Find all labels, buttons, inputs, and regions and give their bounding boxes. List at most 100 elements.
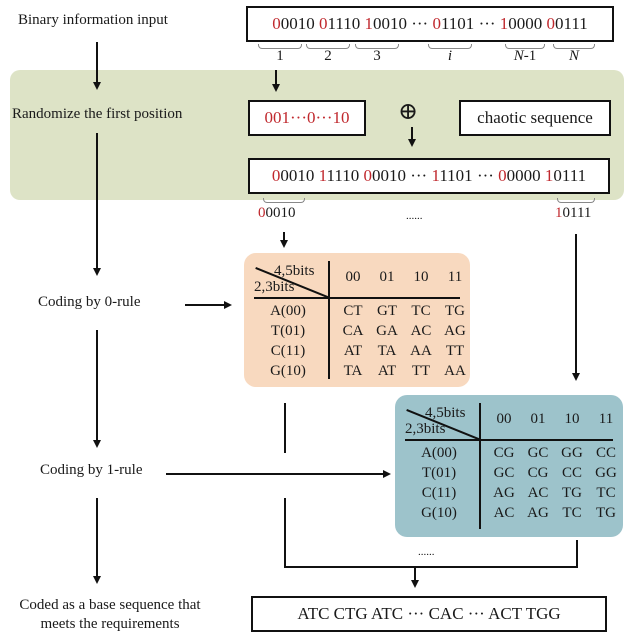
code-cell: AA xyxy=(410,343,432,359)
group-first-bit: 1 xyxy=(431,166,440,185)
code-cell: AC xyxy=(527,485,549,501)
input-sequence-box: 00010 01110 10010 ··· 01101 ··· 10000 00… xyxy=(246,6,614,42)
code-cell: GT xyxy=(377,303,397,319)
code-cell: GC xyxy=(493,465,515,481)
code-cell: CG xyxy=(493,445,515,461)
left-group-brace xyxy=(263,198,305,203)
group-index-label: 3 xyxy=(373,48,381,64)
code-cell: TC xyxy=(411,303,431,319)
group-index-label: 2 xyxy=(324,48,332,64)
code-cell: AT xyxy=(343,343,363,359)
code-cell: TA xyxy=(377,343,397,359)
row-label: G(10) xyxy=(421,505,457,521)
row-label: C(11) xyxy=(421,485,457,501)
input-sequence: 00010 01110 10010 ··· 01101 ··· 10000 00… xyxy=(272,14,588,34)
flow-line xyxy=(411,127,413,139)
randomized-group: 11110 xyxy=(319,166,364,185)
group-first-bit: 0 xyxy=(432,14,441,33)
ellipsis: ...... xyxy=(406,210,423,222)
group-rest-bits: 1101 xyxy=(440,14,475,33)
code-cell: TG xyxy=(596,505,616,521)
randomized-group: 10111 xyxy=(545,166,586,185)
header-divider xyxy=(405,439,613,441)
row-label: A(00) xyxy=(421,445,457,461)
input-group: 00010 xyxy=(272,14,319,33)
sequence-ellipsis: ··· xyxy=(405,166,432,185)
code-cell: CC xyxy=(595,445,616,461)
row-label: G(10) xyxy=(270,363,306,379)
randomized-group: 11101 xyxy=(431,166,472,185)
column-header: 00 xyxy=(496,411,512,427)
chaotic-sequence-box: chaotic sequence xyxy=(459,100,611,136)
corner-bottom-label: 2,3bits xyxy=(405,421,446,437)
group-rest-bits: 0111 xyxy=(553,166,587,185)
group-rest-bits: 0000 xyxy=(506,166,541,185)
code-cell: AA xyxy=(444,363,466,379)
code-cell: TG xyxy=(445,303,465,319)
column-header: 11 xyxy=(447,269,463,285)
column-header: 10 xyxy=(564,411,580,427)
header-divider xyxy=(254,297,460,299)
flow-line xyxy=(96,330,98,440)
right-group-brace xyxy=(557,198,595,203)
group-index-label: i xyxy=(447,48,453,64)
step-output-line2: meets the requirements xyxy=(40,616,180,632)
arrow-down-icon xyxy=(93,440,101,448)
group-first-bit: 0 xyxy=(498,166,507,185)
index-brace xyxy=(355,44,399,49)
merge-line xyxy=(284,566,578,568)
group-first-bit: 0 xyxy=(363,166,372,185)
code-cell: AC xyxy=(410,323,432,339)
flow-line xyxy=(96,133,98,268)
group-rest-bits: 0010 xyxy=(280,166,315,185)
column-header: 10 xyxy=(413,269,429,285)
arrow-down-icon xyxy=(93,82,101,90)
column-divider xyxy=(479,403,481,529)
flow-line xyxy=(275,70,277,84)
group-rest-bits: 1110 xyxy=(326,166,360,185)
step-output-label: Coded as a base sequence that meets the … xyxy=(4,596,216,634)
sequence-ellipsis: ··· xyxy=(474,14,500,33)
arrow-down-icon xyxy=(93,268,101,276)
group-first-bit: 0 xyxy=(272,14,281,33)
input-group: 10000 xyxy=(500,14,547,33)
group-rest-bits: 1110 xyxy=(327,14,361,33)
step-output-line1: Coded as a base sequence that xyxy=(19,597,201,613)
last-group-label: 10111 xyxy=(555,205,591,222)
corner-bottom-label: 2,3bits xyxy=(254,279,295,295)
flow-line xyxy=(575,234,577,374)
group-first-bit: 1 xyxy=(364,14,373,33)
sequence-ellipsis: ··· xyxy=(472,166,499,185)
code-cell: CA xyxy=(342,323,364,339)
group-rest-bits: 0000 xyxy=(508,14,543,33)
code-cell: TG xyxy=(562,485,582,501)
column-header: 01 xyxy=(379,269,395,285)
randomized-group: 00000 xyxy=(498,166,545,185)
step-rule0-label: Coding by 0-rule xyxy=(38,294,141,310)
group-index-label: N xyxy=(568,48,579,64)
group-first-bit: 1 xyxy=(499,14,509,33)
step-input-label: Binary information input xyxy=(18,12,168,28)
sequence-ellipsis: ··· xyxy=(406,14,433,33)
arrow-down-icon xyxy=(280,240,288,248)
code-cell: AC xyxy=(493,505,515,521)
column-header: 00 xyxy=(345,269,361,285)
flow-line xyxy=(284,403,286,453)
flow-line xyxy=(576,540,578,566)
row-label: C(11) xyxy=(270,343,306,359)
input-group: 10010 xyxy=(364,14,407,33)
group-rest-bits: 1101 xyxy=(439,166,473,185)
code-cell: GG xyxy=(561,445,583,461)
input-group: 00111 xyxy=(547,14,588,33)
output-sequence-box: ATC CTG ATC ··· CAC ··· ACT TGG xyxy=(251,596,607,632)
first-bits-box: 001···0···10 xyxy=(248,100,366,136)
flow-line xyxy=(96,42,98,82)
arrow-down-icon xyxy=(408,139,416,147)
code-cell: AG xyxy=(493,485,515,501)
group-first-bit: 1 xyxy=(544,166,554,185)
arrow-down-icon xyxy=(272,84,280,92)
arrow-down-icon xyxy=(572,373,580,381)
arrow-down-icon xyxy=(93,576,101,584)
